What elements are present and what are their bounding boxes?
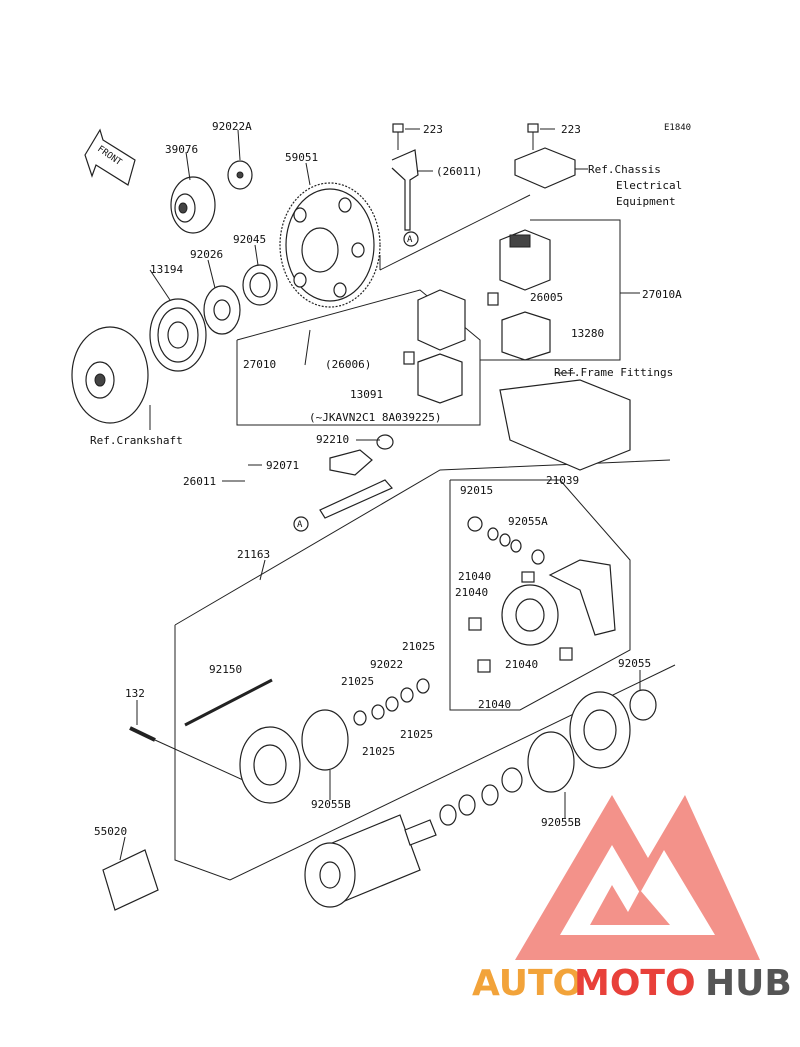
brush-holder: [501, 584, 559, 646]
label-21039: 21039: [546, 474, 579, 487]
front-arrow-icon: FRONT: [84, 128, 136, 186]
label-26011-paren: (26011): [436, 165, 482, 178]
o-ring-92055b-front: [527, 731, 575, 793]
label-92071: 92071: [266, 459, 299, 472]
needle-bearing: [242, 264, 278, 306]
label-serial-range: (~JKAVN2C1 8A039225): [309, 411, 441, 424]
nut-92015: [467, 516, 483, 532]
label-92055a: 92055A: [508, 515, 548, 528]
watermark-text: AUTO MOTO HUB: [472, 963, 792, 1004]
label-92055b-b: 92055B: [541, 816, 581, 829]
label-ref-crankshaft: Ref.Crankshaft: [90, 434, 183, 447]
washer-21025-a: [353, 710, 367, 726]
relay-cover: [514, 147, 576, 189]
label-26011: 26011: [183, 475, 216, 488]
label-ref-chassis-2: Electrical: [616, 179, 682, 192]
brush-21040-a: [521, 571, 535, 583]
label-ref-chassis-3: Equipment: [616, 195, 676, 208]
svg-text:A: A: [407, 235, 413, 245]
brush-lead-21039: [548, 559, 616, 636]
callout-a-upper: A: [403, 231, 419, 247]
label-21040-b: 21040: [455, 586, 488, 599]
o-ring-92055b-rear: [301, 709, 349, 771]
label-13091: 13091: [350, 388, 383, 401]
brush-21040-d: [477, 659, 491, 673]
bolt-223-a: [392, 123, 404, 150]
diagram-code: E1840: [664, 123, 691, 133]
bracket-26011: [391, 149, 419, 231]
washer-21025-c: [400, 687, 414, 703]
label-223-a: 223: [423, 123, 443, 136]
label-39076: 39076: [165, 143, 198, 156]
label-26006-paren: (26006): [325, 358, 371, 371]
label-92015: 92015: [460, 484, 493, 497]
svg-text:HUB: HUB: [705, 963, 792, 1004]
watermark-logo: [515, 795, 760, 960]
label-92210: 92210: [316, 433, 349, 446]
starter-yoke: [304, 814, 437, 908]
svg-text:MOTO: MOTO: [574, 963, 696, 1004]
starter-clutch-gear: [279, 182, 381, 308]
terminal-92071: [329, 449, 373, 476]
leader-lines: [119, 128, 641, 861]
o-ring-92055a: [531, 549, 545, 565]
label-21040-c: 21040: [505, 658, 538, 671]
label-13280: 13280: [571, 327, 604, 340]
starter-clutch: [149, 298, 207, 372]
svg-text:A: A: [297, 520, 303, 530]
label-92026: 92026: [190, 248, 223, 261]
washer-21025-d: [416, 678, 430, 694]
starter-rear-cover: [239, 726, 301, 804]
bolt-223-b: [527, 123, 539, 150]
nut-92210: [376, 434, 394, 450]
bolt-132: [129, 726, 156, 742]
label-27010a: 27010A: [642, 288, 682, 301]
fuse-small: [487, 292, 499, 306]
label-21163: 21163: [237, 548, 270, 561]
rotor: [71, 326, 149, 424]
label-ref-frame: Ref.Frame Fittings: [554, 366, 673, 379]
cover-13091: [417, 353, 463, 404]
part-labels: 223 223 (26011) Ref.Chassis Electrical E…: [90, 120, 682, 838]
label-92055b-a: 92055B: [311, 798, 351, 811]
label-132: 132: [125, 687, 145, 700]
washer-92022: [385, 696, 399, 712]
label-21040-d: 21040: [478, 698, 511, 711]
svg-text:AUTO: AUTO: [472, 963, 583, 1004]
label-13194: 13194: [150, 263, 183, 276]
washer-21025-b: [371, 704, 385, 720]
starter-relay: [499, 229, 551, 291]
starter-front-cover: [569, 691, 631, 769]
label-21025-c: 21025: [400, 728, 433, 741]
label-92045: 92045: [233, 233, 266, 246]
label-59051: 59051: [285, 151, 318, 164]
tape-55020: [102, 849, 159, 911]
label-92150: 92150: [209, 663, 242, 676]
label-92055: 92055: [618, 657, 651, 670]
label-55020: 55020: [94, 825, 127, 838]
starter-idler-gear: [170, 176, 216, 234]
o-ring-92055: [629, 689, 657, 721]
brush-21040-c: [559, 647, 573, 661]
label-27010: 27010: [243, 358, 276, 371]
label-21025-a: 21025: [402, 640, 435, 653]
label-21025-d: 21025: [362, 745, 395, 758]
label-ref-chassis-1: Ref.Chassis: [588, 163, 661, 176]
relay-cover-13280: [501, 311, 551, 361]
cable-26011: [319, 479, 393, 519]
label-26005: 26005: [530, 291, 563, 304]
label-223-b: 223: [561, 123, 581, 136]
fuse-26006: [403, 351, 415, 365]
label-21040-a: 21040: [458, 570, 491, 583]
callout-a-lower: A: [293, 516, 309, 532]
label-92022: 92022: [370, 658, 403, 671]
frame-fitting: [499, 379, 631, 471]
label-92022a: 92022A: [212, 120, 252, 133]
through-bolt-92150: [184, 678, 273, 727]
label-21025-b: 21025: [341, 675, 374, 688]
brush-21040-b: [468, 617, 482, 631]
relay-27010: [417, 289, 466, 351]
